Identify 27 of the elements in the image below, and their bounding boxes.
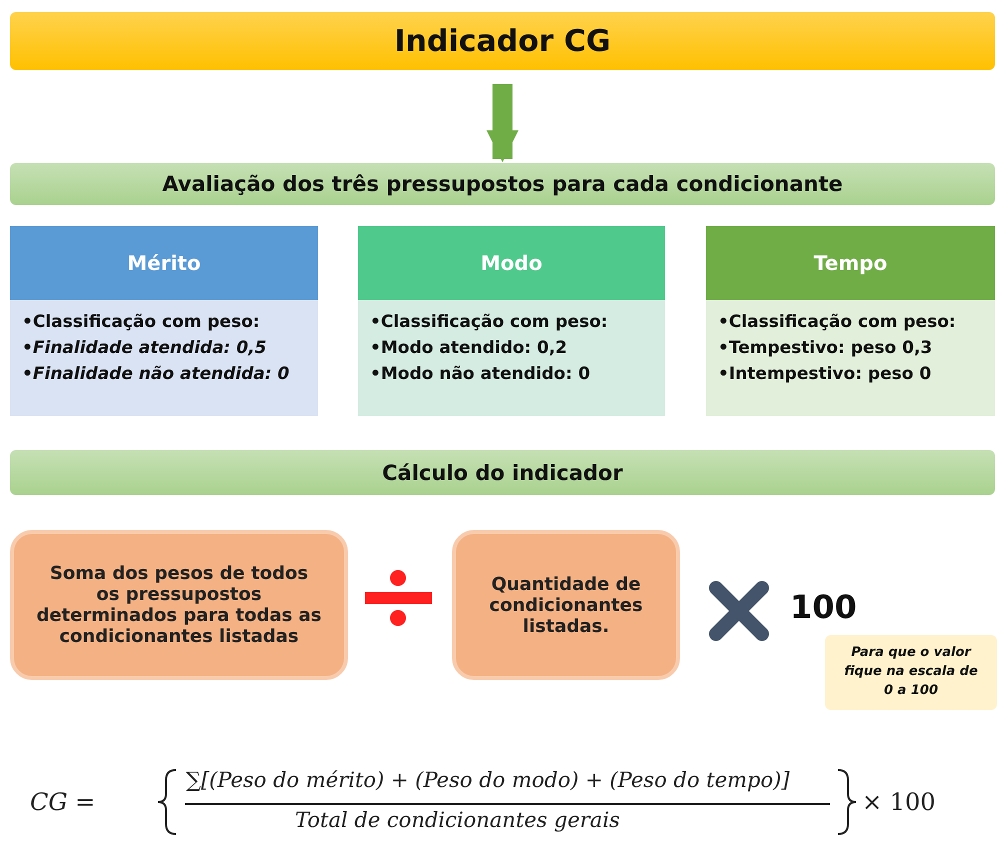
formula-numerator: ∑[(Peso do mérito) + (Peso do modo) + (Peso do tempo)]: [186, 768, 790, 792]
arrow: [486, 84, 518, 162]
formula-term: CG =: [30, 788, 96, 816]
bullet-item: •Modo atendido: 0,2: [370, 338, 568, 358]
multiplier-value: 100: [790, 588, 857, 626]
category-card: [706, 226, 995, 416]
operand-box: Quantidade de condicionantes listadas.: [452, 530, 680, 680]
bullet-item: •Tempestivo: peso 0,3: [718, 338, 932, 358]
bullet-item: •Classificação com peso:: [22, 312, 260, 332]
bullet-item: •Classificação com peso:: [370, 312, 608, 332]
bullet-item: •Finalidade não atendida: 0: [22, 364, 290, 384]
card-header: Modo: [358, 226, 665, 300]
bullet-item: •Intempestivo: peso 0: [718, 364, 932, 384]
section-banner: Cálculo do indicador: [10, 450, 995, 495]
note-box: Para que o valor fique na escala de 0 a 100: [825, 635, 997, 710]
card-header: Mérito: [10, 226, 318, 300]
category-card: [10, 226, 318, 416]
card-header: Tempo: [706, 226, 995, 300]
formula-term: × 100: [862, 788, 936, 816]
section-banner: Avaliação dos três pressupostos para cada condicionante: [10, 163, 995, 205]
category-card: [358, 226, 665, 416]
operand-box: Soma dos pesos de todos os pressupostos determinados para todas as condicionantes listadas: [10, 530, 348, 680]
bullet-item: •Classificação com peso:: [718, 312, 956, 332]
bullet-item: •Finalidade atendida: 0,5: [22, 338, 267, 358]
title-banner: Indicador CG: [10, 12, 995, 70]
bullet-item: •Modo não atendido: 0: [370, 364, 590, 384]
formula-denominator: Total de condicionantes gerais: [295, 808, 620, 832]
